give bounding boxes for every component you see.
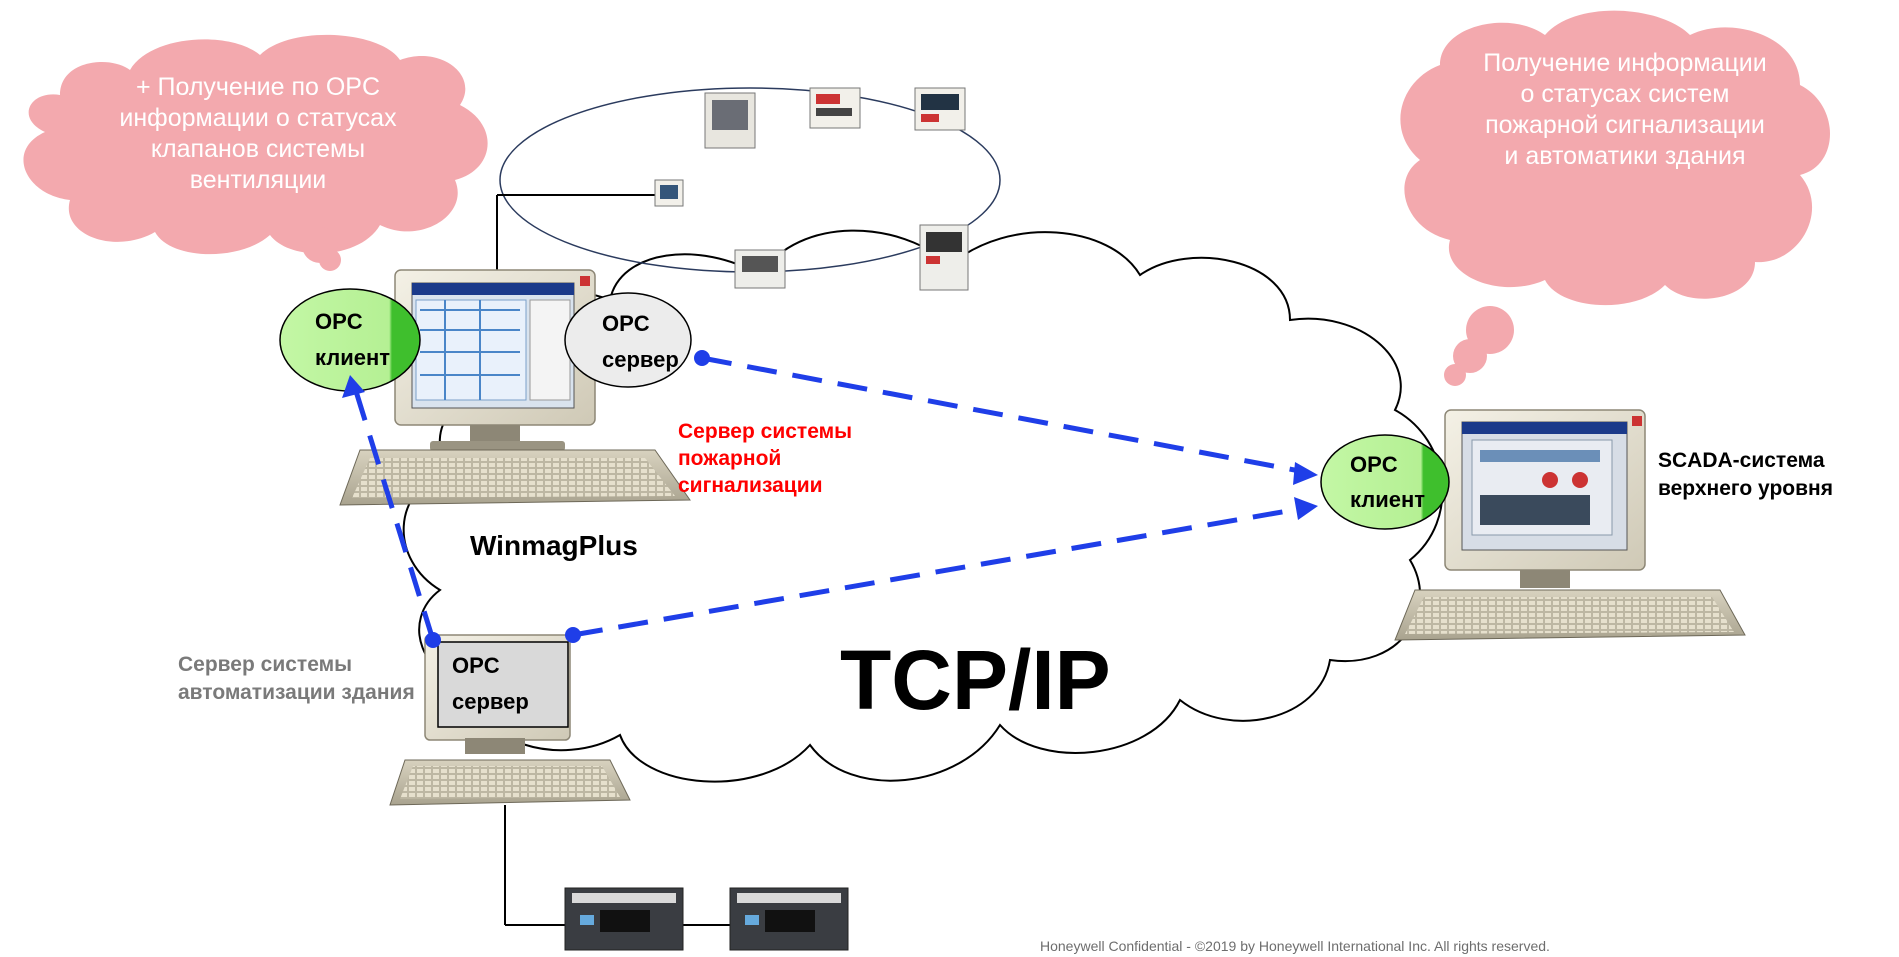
bms-server-opc-line1: OPC bbox=[452, 653, 500, 678]
fire-panel-device bbox=[654, 179, 684, 207]
bms-server-label: Сервер системы автоматизации здания bbox=[178, 653, 415, 704]
controller-device bbox=[729, 887, 849, 951]
scada-client-opc-line2: клиент bbox=[1350, 487, 1426, 512]
fire-panel-device bbox=[919, 224, 969, 291]
scada-opc-client-node bbox=[1320, 434, 1450, 530]
fire-panel-device bbox=[704, 92, 756, 149]
fire-panel-device bbox=[809, 87, 861, 129]
fire-server-workstation bbox=[339, 269, 691, 506]
arrowhead bbox=[342, 375, 365, 398]
controller-device bbox=[564, 887, 684, 951]
link-endpoint bbox=[425, 632, 441, 648]
network-label: TCP/IP bbox=[840, 633, 1111, 727]
arrowhead bbox=[1294, 497, 1318, 520]
fire-server-opc-line1: OPC bbox=[602, 311, 650, 336]
scada-client-opc-line1: OPC bbox=[1350, 452, 1398, 477]
footer-copyright: Honeywell Confidential - ©2019 by Honeyw… bbox=[1040, 938, 1550, 954]
link-bms-to-scada bbox=[572, 505, 1306, 638]
link-fire-server-to-scada bbox=[701, 355, 1306, 475]
fire-client-opc-line1: OPC bbox=[315, 309, 363, 334]
winmag-label: WinmagPlus bbox=[470, 530, 638, 561]
left-thought-bubble bbox=[23, 34, 488, 271]
fire-server-label: Сервер системы пожарной сигнализации bbox=[678, 420, 853, 497]
link-endpoint bbox=[694, 350, 710, 366]
right-bubble-text: Получение информации о статусах систем п… bbox=[1483, 49, 1767, 170]
left-bubble-text: + Получение по OPC информации о статусах… bbox=[119, 73, 397, 194]
scada-workstation bbox=[1394, 409, 1746, 641]
opc-connection-lines bbox=[342, 350, 1318, 648]
right-thought-bubble bbox=[1400, 10, 1830, 386]
fire-client-opc-line2: клиент bbox=[315, 345, 391, 370]
bms-server-opc-line2: сервер bbox=[452, 689, 529, 714]
scada-label: SCADA-система верхнего уровня bbox=[1658, 449, 1833, 500]
fire-server-opc-line2: сервер bbox=[602, 347, 679, 372]
fire-panel-device bbox=[914, 87, 966, 131]
fire-server-opc-server-node bbox=[564, 292, 692, 388]
link-endpoint bbox=[565, 627, 581, 643]
fire-panel-device bbox=[734, 249, 786, 289]
bms-opc-server-node bbox=[437, 641, 569, 728]
arrowhead bbox=[1293, 462, 1318, 485]
